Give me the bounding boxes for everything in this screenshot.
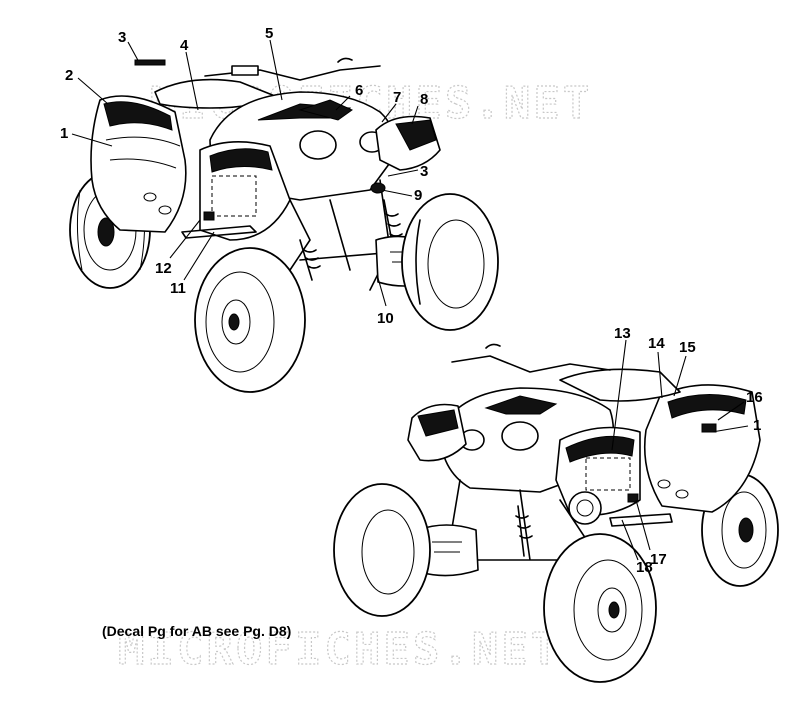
decal-page-note: (Decal Pg for AB see Pg. D8) bbox=[102, 623, 291, 639]
callout-12: 12 bbox=[155, 260, 172, 277]
callout-1-left: 1 bbox=[60, 125, 68, 142]
callout-16: 16 bbox=[746, 389, 763, 406]
callout-15: 15 bbox=[679, 339, 696, 356]
atv-front-right-view bbox=[333, 339, 779, 683]
callout-2: 2 bbox=[65, 67, 73, 84]
headlight-left bbox=[299, 130, 337, 160]
callout-11: 11 bbox=[170, 280, 186, 297]
headlight-right-right-view bbox=[501, 421, 539, 451]
front-wheel-right-left-view bbox=[401, 193, 499, 331]
decal-icon-3-left bbox=[134, 59, 166, 66]
callout-10: 10 bbox=[377, 310, 394, 327]
front-wheel-left-right-view bbox=[333, 483, 431, 617]
front-wheel-left bbox=[194, 247, 306, 393]
callout-9: 9 bbox=[414, 187, 422, 204]
callout-13: 13 bbox=[614, 325, 631, 342]
callout-14: 14 bbox=[648, 335, 665, 352]
callout-3-top: 3 bbox=[118, 29, 126, 46]
callout-17: 17 bbox=[650, 551, 667, 568]
callout-8: 8 bbox=[420, 91, 428, 108]
decal-icon-9-left bbox=[370, 182, 386, 194]
handlebar-right bbox=[451, 355, 611, 373]
callout-18: 18 bbox=[636, 559, 653, 576]
callout-3-mid: 3 bbox=[420, 163, 428, 180]
watermark-bottom: MICROFICHES.NET bbox=[118, 624, 560, 675]
callout-7: 7 bbox=[393, 89, 401, 106]
callout-1-right: 1 bbox=[753, 417, 761, 434]
callout-6: 6 bbox=[355, 82, 363, 99]
callout-4: 4 bbox=[180, 37, 189, 54]
atv-front-left-view bbox=[69, 39, 499, 393]
front-wheel-right bbox=[543, 533, 657, 683]
callout-5: 5 bbox=[265, 25, 273, 42]
front-bumper-right bbox=[417, 524, 479, 577]
callouts-right-view: 13 14 15 16 1 17 18 bbox=[614, 325, 763, 576]
callouts-left-view: 3 4 5 2 6 7 8 1 3 9 12 11 10 bbox=[60, 25, 428, 327]
rear-fender-left bbox=[90, 95, 187, 233]
